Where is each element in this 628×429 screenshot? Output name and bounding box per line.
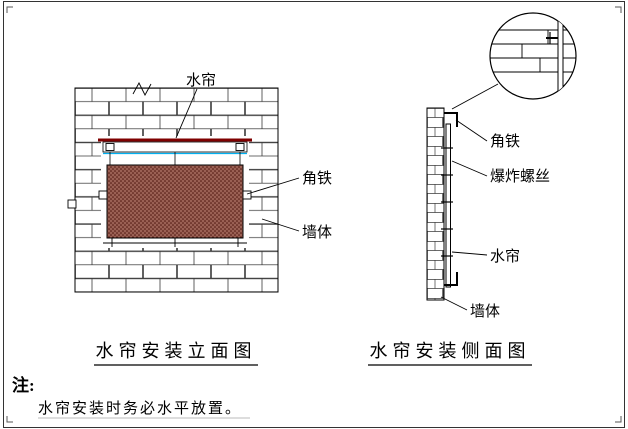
view-title-side: 水帘安装侧面图 <box>370 341 531 361</box>
leader-side-wall <box>440 296 468 311</box>
leader-curtain <box>175 88 198 139</box>
page-border <box>3 1 625 428</box>
wall-left-anchor <box>67 199 77 209</box>
note-prefix: 注: <box>12 375 35 395</box>
side-view: 角铁 爆炸螺丝 水帘 墙体 <box>426 12 577 320</box>
note-text: 水帘安装时务必水平放置。 <box>38 400 242 417</box>
elevation-view: 水帘 角铁 墙体 <box>67 72 332 293</box>
corner-tick-top-left <box>6 6 13 13</box>
label-wall: 墙体 <box>302 224 332 241</box>
angle-iron-bracket-top <box>444 112 458 127</box>
frame-bolt-left <box>105 143 115 151</box>
detail-content <box>490 13 576 99</box>
corner-tick-bottom-right <box>615 416 622 423</box>
wall-break-mark <box>132 82 152 96</box>
angle-iron-right <box>242 190 252 200</box>
corner-tick-top-right <box>615 6 622 13</box>
label-expansion-bolt: 爆炸螺丝 <box>490 168 550 185</box>
view-title-elevation: 水帘安装立面图 <box>96 341 257 361</box>
label-curtain: 水帘 <box>186 72 216 89</box>
label-side-curtain: 水帘 <box>490 248 520 265</box>
corner-tick-bottom-left <box>6 416 13 423</box>
label-side-angle-iron: 角铁 <box>490 133 520 150</box>
leader-angle-iron <box>246 177 300 195</box>
side-curtain-profile <box>445 123 451 288</box>
label-side-wall: 墙体 <box>470 303 500 320</box>
leader-side-angle-iron <box>455 119 488 142</box>
leader-expansion-bolt <box>451 160 488 177</box>
side-wall-strip <box>426 107 445 301</box>
angle-iron-bracket-bottom <box>444 272 458 286</box>
detail-curtain-profile <box>557 13 564 99</box>
angle-iron-left <box>98 190 108 200</box>
curtain-top-frame <box>102 141 248 153</box>
water-curtain-panel <box>106 164 244 239</box>
expansion-bolts <box>441 145 453 259</box>
leader-wall <box>261 218 300 232</box>
detail-leader <box>451 83 499 110</box>
frame-bolt-right <box>235 143 245 151</box>
leader-side-curtain <box>451 251 488 256</box>
label-angle-iron: 角铁 <box>302 170 332 187</box>
detail-circle <box>489 12 577 100</box>
